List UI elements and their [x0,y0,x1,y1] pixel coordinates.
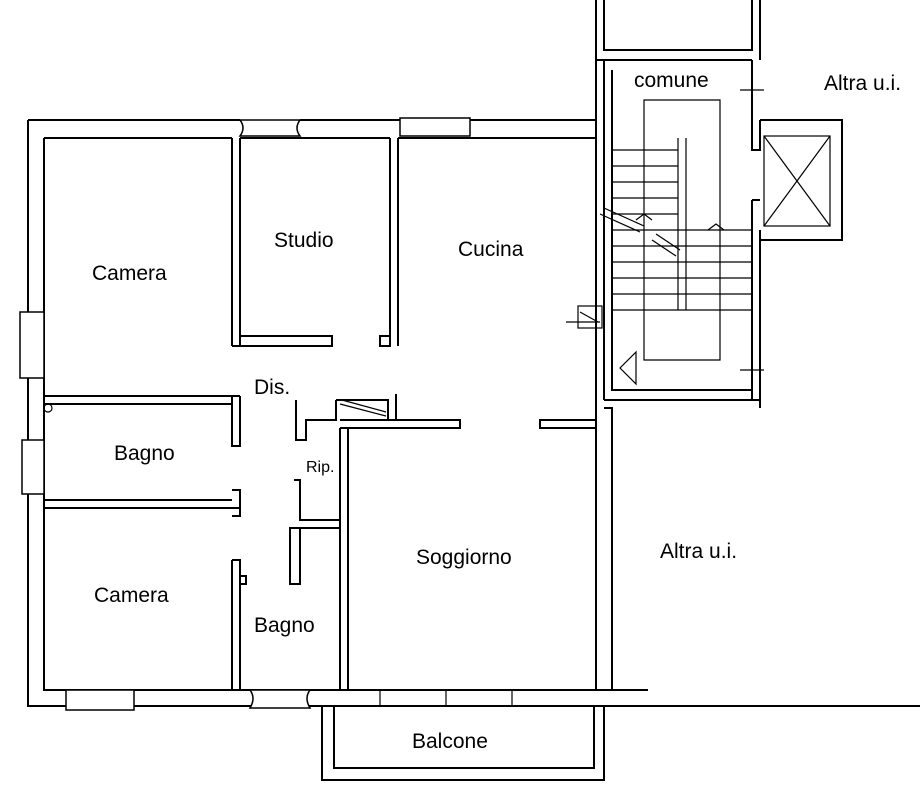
elevator-shaft [752,119,843,241]
label-balcone: Balcone [412,730,488,753]
label-altra-mid: Altra u.i. [660,540,737,563]
vent-box [577,305,603,329]
label-cucina: Cucina [458,238,524,261]
vent-icon [43,403,53,413]
room-labels: Camera Studio Cucina Dis. Bagno Rip. Sog… [92,69,901,753]
stairwell [595,0,764,408]
window-camera-bottom [65,689,135,711]
label-dis: Dis. [254,376,290,399]
label-soggiorno: Soggiorno [416,546,512,569]
window-bagno-bottom [248,689,312,709]
exterior-walls [27,59,920,707]
label-altra-top: Altra u.i. [824,72,901,95]
window-cucina [399,117,471,137]
interior-walls [44,120,613,706]
stair-direction-icon [619,350,637,386]
window-camera-top [19,311,45,379]
window-studio [238,119,302,137]
windows-bottom [65,689,312,711]
label-camera-top: Camera [92,262,167,285]
label-bagno-left: Bagno [114,442,175,465]
label-studio: Studio [274,229,334,252]
balcony [321,706,605,781]
elevator-cross-icon [763,135,831,227]
label-camera-bottom: Camera [94,584,169,607]
window-bagno [21,439,45,495]
label-comune: comune [634,69,709,92]
label-rip: Rip. [306,459,334,476]
windows-top [238,117,471,137]
label-bagno-bottom: Bagno [254,614,315,637]
